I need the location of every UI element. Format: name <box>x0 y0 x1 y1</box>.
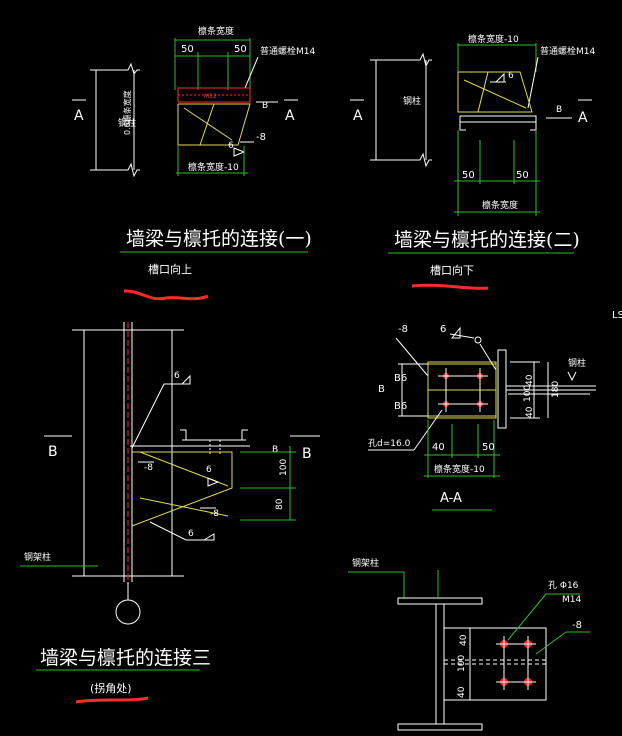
detail-3: 6 B B B -8 6 -8 6 100 80 钢架柱 <box>20 322 320 704</box>
detail-4: 钢架柱 孔 Φ16 M14 -8 4 <box>348 557 590 731</box>
red-underline-1 <box>123 289 209 301</box>
detail-2: 钢柱 A A B 檩条宽度-10 普通螺栓M14 6 50 50 檩条宽度 墙梁… <box>350 33 595 290</box>
aa-weld: 6 <box>440 324 446 335</box>
detail3-subtitle: (拐角处) <box>90 681 132 695</box>
detail4-d100: 100 <box>457 655 467 672</box>
detail2-dim-right: 50 <box>516 170 529 181</box>
aa-hole: 孔d=16.0 <box>368 438 411 449</box>
detail4-hole: 孔 Φ16 <box>548 580 579 591</box>
detail4-label: 钢架柱 <box>352 557 379 569</box>
aa-d40-b: 40 <box>432 442 445 453</box>
detail3-dim-80: 80 <box>275 498 285 510</box>
detail3-sec-left: B <box>48 444 58 460</box>
detail4-bolt: M14 <box>562 595 581 605</box>
aa-b6-bot: B6 <box>394 401 407 412</box>
detail3-weld-top: 6 <box>174 371 180 381</box>
aa-bolts <box>438 368 488 412</box>
detail1-col-label: 钢柱 <box>118 117 136 129</box>
detail1-plate: -8 <box>256 132 266 143</box>
aa-width: 檩条宽度-10 <box>434 463 485 475</box>
detail2-sec-left: A <box>353 108 363 124</box>
section-aa: -8 6 钢柱 B B6 B6 <box>368 324 596 511</box>
detail1-dim-right: 50 <box>234 44 247 55</box>
aa-d50-b: 50 <box>482 442 495 453</box>
detail1-title: 墙梁与檩托的连接(一) <box>126 228 312 250</box>
detail3-sec-right: B <box>302 446 312 462</box>
detail2-col-label: 钢柱 <box>403 95 421 107</box>
detail2-subtitle: 槽口向下 <box>430 263 474 277</box>
aa-plate: -8 <box>398 324 408 335</box>
aa-col: 钢柱 <box>568 357 586 369</box>
aa-d40-top: 40 <box>525 374 535 386</box>
aa-label: A-A <box>440 491 462 506</box>
detail-1: 钢柱 A A B 檩条宽度 50 50 普通螺栓M14 M12 0.6檩条宽度 … <box>72 25 315 301</box>
red-underline-2 <box>411 283 489 290</box>
corner-mark: LS <box>612 310 622 321</box>
red-underline-3 <box>75 696 149 704</box>
detail3-dim-100: 100 <box>279 459 289 476</box>
aa-b-left: B <box>378 384 385 395</box>
detail4-d40-bot: 40 <box>457 686 467 698</box>
detail4-plate: -8 <box>572 620 582 631</box>
detail3-plate2: -8 <box>210 509 219 519</box>
detail4-bolts <box>496 636 536 690</box>
detail3-plate: -8 <box>144 463 153 473</box>
detail1-bolt-note: 普通螺栓M14 <box>260 45 315 57</box>
detail1-height-note: 0.6檩条宽度 <box>122 90 132 135</box>
detail4-d40-top: 40 <box>459 634 469 646</box>
detail1-weld: 6 <box>228 141 234 151</box>
detail1-subtitle: 槽口向上 <box>148 262 192 276</box>
detail2-weld: 6 <box>508 71 514 81</box>
detail1-sec-right: A <box>285 108 295 124</box>
detail3-b-mark: B <box>272 445 278 455</box>
aa-d100: 100 <box>523 385 533 402</box>
detail1-sec-left: A <box>74 108 84 124</box>
detail1-m: M12 <box>204 93 217 100</box>
detail1-b-mark: B <box>262 101 268 111</box>
detail1-top-dim: 檩条宽度 <box>198 25 234 37</box>
aa-d40-bot: 40 <box>525 406 535 418</box>
detail1-bottom-dim: 檩条宽度-10 <box>188 161 239 173</box>
detail2-bottom-dim: 檩条宽度 <box>482 199 518 211</box>
detail2-title: 墙梁与檩托的连接(二) <box>394 229 580 251</box>
detail2-top-dim: 檩条宽度-10 <box>468 33 519 45</box>
detail3-title: 墙梁与檩托的连接三 <box>40 647 211 669</box>
detail3-weld-mid: 6 <box>206 465 212 475</box>
detail1-dim-left: 50 <box>181 44 194 55</box>
detail2-b-mark: B <box>556 105 562 115</box>
detail2-bolt-note: 普通螺栓M14 <box>540 45 595 57</box>
detail2-sec-right: A <box>578 110 588 126</box>
detail3-col-label: 钢架柱 <box>24 551 51 563</box>
aa-total: 180 <box>551 381 561 398</box>
aa-b6-top: B6 <box>394 373 407 384</box>
detail3-weld-low: 6 <box>188 529 194 539</box>
detail2-dim-left: 50 <box>462 170 475 181</box>
